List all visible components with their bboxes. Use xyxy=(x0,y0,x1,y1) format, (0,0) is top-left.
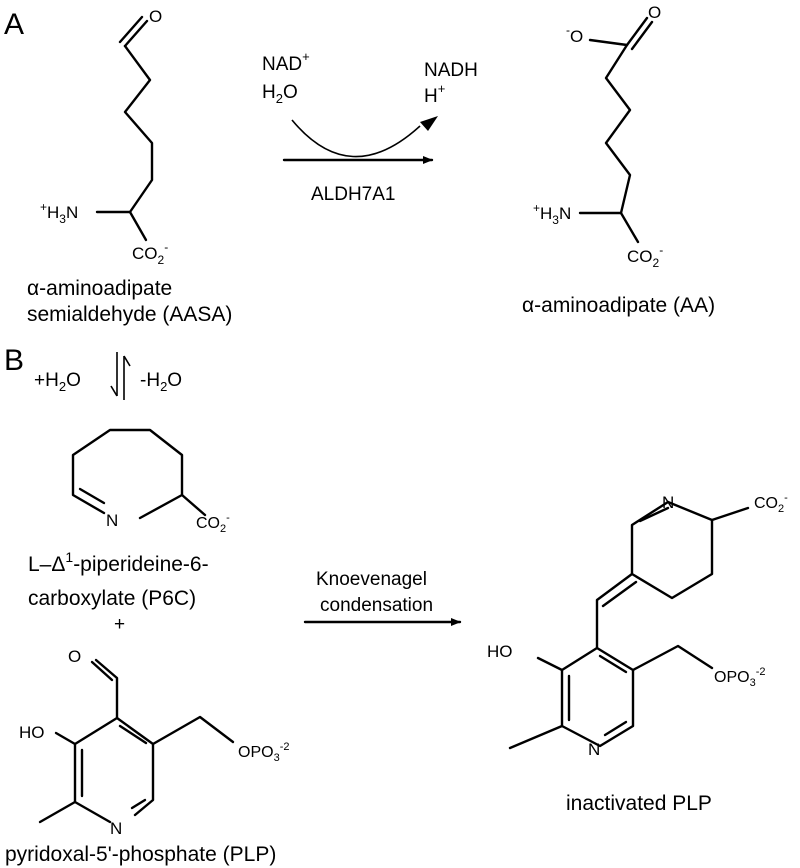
panel-label-a: A xyxy=(4,8,24,41)
equilibrium-arrow-up-barb xyxy=(123,355,131,367)
aa-carbonyl-single xyxy=(625,16,649,47)
p6c-ring-nitrogen: N xyxy=(106,511,118,530)
cofactor-arrowhead xyxy=(420,116,438,131)
plp-phosphate-linker xyxy=(151,715,235,746)
adduct-hydroxyl-label: HO xyxy=(487,642,513,661)
inactivated-plp-name: inactivated PLP xyxy=(566,792,712,815)
reaction-arrow-aldh xyxy=(282,116,438,164)
adduct-pyridine-double-3 xyxy=(603,720,628,737)
plp-hydroxyl-label: HO xyxy=(19,723,45,742)
plp-ring-double-2 xyxy=(118,724,148,745)
aa-amine-label: +H3N xyxy=(533,201,571,227)
plp-aldehyde-double xyxy=(90,660,114,682)
p6c-ring xyxy=(71,428,184,520)
aasa-carbonyl-double xyxy=(118,15,144,44)
cofactor-curved-arrow xyxy=(291,119,421,158)
adduct-imine-double xyxy=(638,506,670,523)
plp-aldehyde-bond xyxy=(94,658,119,720)
aa-carboxylate-o-minus: -O xyxy=(566,23,583,46)
adduct-pyridine-ring xyxy=(560,646,635,748)
plus-sign: + xyxy=(114,614,125,635)
adduct-exocyclic-linker xyxy=(595,572,634,650)
aa-carbonyl-double xyxy=(630,20,654,51)
plp-aldehyde-oxygen: O xyxy=(68,647,81,666)
plp-structure: O HO N OPO3-2 xyxy=(19,647,289,838)
p6c-structure: N CO2- xyxy=(71,428,230,535)
aa-carboxylate-bond xyxy=(619,211,640,244)
cofactor-proton: H+ xyxy=(424,81,445,107)
plp-ring xyxy=(73,716,155,824)
aasa-carbonyl-single xyxy=(123,19,149,48)
aa-carboxylate-label: CO2- xyxy=(627,243,663,270)
aasa-aldehyde-oxygen: O xyxy=(149,7,162,26)
plp-ring-double-3 xyxy=(130,798,147,810)
plp-phosphate-label: OPO3-2 xyxy=(238,741,289,764)
aasa-name-line1: α-aminoadipate xyxy=(27,277,172,300)
adduct-pyridine-nitrogen: N xyxy=(588,740,600,759)
enzyme-label: ALDH7A1 xyxy=(311,184,396,205)
plp-name: pyridoxal-5'-phosphate (PLP) xyxy=(5,843,276,866)
adduct-phosphate-label: OPO3-2 xyxy=(714,666,765,689)
aasa-structure: O +H3N CO2- xyxy=(40,7,168,267)
adduct-methyl-bond xyxy=(508,724,564,750)
p6c-imine-double xyxy=(78,487,106,505)
cofactor-nad: NAD+ xyxy=(262,49,310,75)
cofactor-nadh: NADH xyxy=(424,60,478,81)
aa-structure: -O O +H3N CO2- xyxy=(533,3,663,270)
reaction2-label-line1: Knoevenagel xyxy=(316,569,427,590)
plp-methyl-bond xyxy=(38,800,77,824)
adduct-hydroxyl-bond xyxy=(536,656,564,672)
aa-carbonyl-oxygen: O xyxy=(648,3,661,22)
aasa-skeleton xyxy=(95,44,154,214)
p6c-carboxylate-bond xyxy=(180,493,207,517)
inactivated-plp-structure: N CO2- HO N OPO3-2 xyxy=(487,492,788,759)
reaction2-label-line2: condensation xyxy=(320,595,433,616)
p6c-name-line1: L–Δ1-piperideine-6- xyxy=(28,549,209,576)
plp-hydroxyl-bond xyxy=(54,731,77,746)
adduct-piperideine-ring xyxy=(630,500,714,600)
aa-name: α-aminoadipate (AA) xyxy=(522,294,715,317)
aasa-carboxylate-label: CO2- xyxy=(132,240,168,267)
cofactor-water: H2O xyxy=(262,82,298,106)
equilibrium-arrow-down-barb xyxy=(110,385,118,397)
equilibrium-forward-label: +H2O xyxy=(34,370,81,394)
adduct-ring-nitrogen: N xyxy=(662,493,674,512)
adduct-carboxylate-label: CO2- xyxy=(754,492,788,515)
p6c-carboxylate-label: CO2- xyxy=(196,512,230,535)
equilibrium-arrows xyxy=(110,352,131,400)
adduct-exocyclic-double xyxy=(601,580,638,608)
aasa-amine-label: +H3N xyxy=(40,200,78,226)
adduct-pyridine-double-1 xyxy=(598,654,628,674)
adduct-phosphate-linker xyxy=(631,644,714,672)
aasa-name-line2: semialdehyde (AASA) xyxy=(27,303,232,326)
panel-label-b: B xyxy=(4,344,24,377)
plp-ring-nitrogen: N xyxy=(110,819,122,838)
p6c-name-line2: carboxylate (P6C) xyxy=(28,587,196,610)
aa-skeleton xyxy=(578,38,632,215)
adduct-carboxylate-bond xyxy=(710,506,750,522)
aasa-carboxylate-bond xyxy=(128,210,148,242)
equilibrium-reverse-label: -H2O xyxy=(140,370,182,394)
